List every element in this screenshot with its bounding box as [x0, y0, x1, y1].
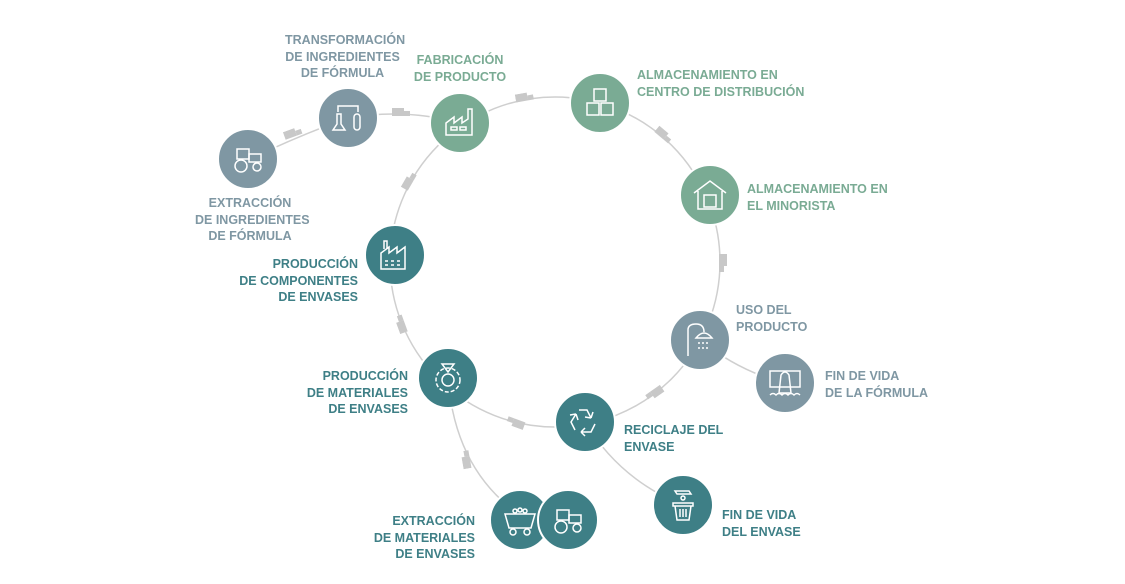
label-fin-formula: FIN DE VIDA DE LA FÓRMULA [825, 369, 928, 400]
node-transformacion [317, 87, 379, 149]
factory-icon [380, 240, 406, 270]
node-fabricacion [429, 92, 491, 154]
mining-cart-icon [504, 507, 536, 536]
truck-icon [458, 450, 472, 470]
label-reciclaje: RECICLAJE DEL ENVASE [624, 423, 724, 454]
node-produccion-materiales [417, 347, 479, 409]
node-uso [669, 309, 731, 371]
truck-icon [282, 123, 303, 140]
truck-icon [391, 314, 408, 335]
label-transformacion: TRANSFORMACIÓN DE INGREDIENTES DE FÓRMUL… [285, 33, 406, 80]
node-fin-envase [652, 474, 714, 536]
label-almacen-minorista: ALMACENAMIENTO EN EL MINORISTA [747, 182, 888, 213]
label-fin-envase: FIN DE VIDA DEL ENVASE [722, 508, 801, 539]
node-fin-formula [754, 352, 816, 414]
drain-icon [769, 370, 801, 397]
boxes-icon [586, 88, 614, 116]
node-almacen-distribucion [569, 72, 631, 134]
gear-machine-icon [435, 363, 461, 393]
label-produccion-materiales: PRODUCCIÓN DE MATERIALES DE ENVASES [306, 369, 408, 416]
label-extraccion-ingredientes: EXTRACCIÓN DE INGREDIENTES DE FÓRMULA [195, 196, 310, 243]
label-produccion-componentes: PRODUCCIÓN DE COMPONENTES DE ENVASES [239, 257, 358, 304]
label-fabricacion: FABRICACIÓN DE PRODUCTO [413, 53, 507, 84]
node-extraccion-ingredientes [217, 128, 279, 190]
truck-icon [505, 416, 526, 433]
warehouse-icon [693, 180, 727, 210]
factory-icon [445, 108, 473, 136]
node-extraccion-materiales-tractor [537, 489, 599, 551]
truck-icon [719, 254, 730, 272]
lab-equipment-icon [331, 105, 361, 131]
node-reciclaje [554, 391, 616, 453]
node-almacen-minorista [679, 164, 741, 226]
tractor-icon [554, 509, 582, 534]
truck-icon [654, 123, 675, 144]
recycle-icon [569, 409, 596, 437]
label-almacen-distribucion: ALMACENAMIENTO EN CENTRO DE DISTRIBUCIÓN [637, 68, 805, 99]
truck-icon [398, 170, 417, 191]
shower-icon [687, 323, 714, 356]
truck-icon [645, 384, 666, 405]
tractor-icon [234, 148, 262, 173]
label-uso: USO DEL PRODUCTO [736, 303, 808, 334]
truck-icon [392, 105, 410, 116]
trash-bin-icon [672, 490, 694, 521]
truck-icon [514, 89, 534, 103]
node-produccion-componentes [364, 224, 426, 286]
label-extraccion-materiales: EXTRACCIÓN DE MATERIALES DE ENVASES [373, 514, 475, 561]
